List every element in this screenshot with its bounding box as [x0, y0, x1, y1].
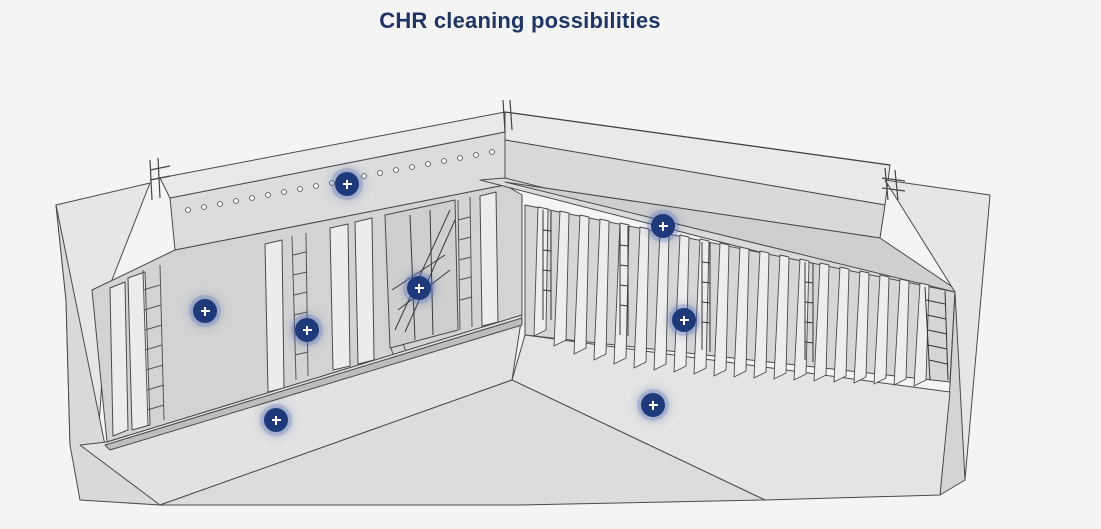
- hotspot-left-floor[interactable]: [264, 408, 288, 432]
- page-title: CHR cleaning possibilities: [379, 8, 661, 33]
- hotspot-left-bulkhead[interactable]: [193, 299, 217, 323]
- hotspot-upper-right-wall[interactable]: [651, 214, 675, 238]
- hotspot-upper-left-wall[interactable]: [335, 172, 359, 196]
- hotspot-center-ladder[interactable]: [407, 276, 431, 300]
- hotspot-right-floor[interactable]: [641, 393, 665, 417]
- hotspot-right-frames[interactable]: [672, 308, 696, 332]
- hotspot-left-frames[interactable]: [295, 318, 319, 342]
